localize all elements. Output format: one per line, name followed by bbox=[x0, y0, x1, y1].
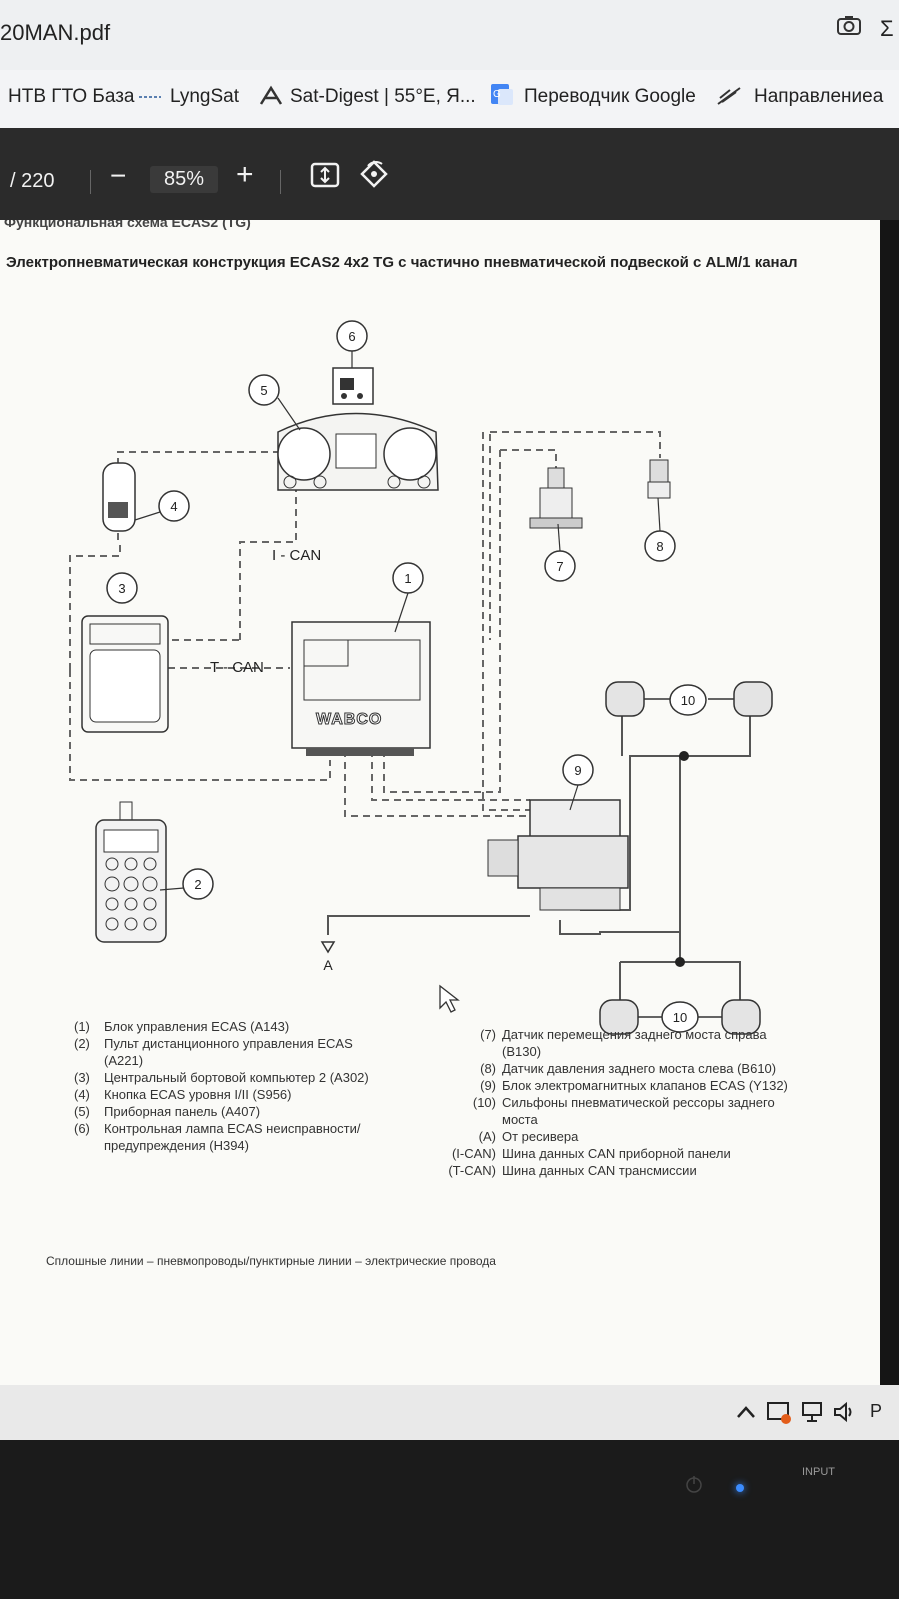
callout-8: 8 bbox=[656, 539, 663, 554]
callout-7: 7 bbox=[556, 559, 563, 574]
lyngsat-icon bbox=[139, 96, 161, 98]
supply-label-a: A bbox=[323, 957, 333, 973]
input-button-label[interactable]: INPUT bbox=[802, 1466, 835, 1478]
air-bellows-top bbox=[605, 681, 773, 717]
callout-circle-10-bottom bbox=[661, 1001, 699, 1033]
bookmark-directions[interactable]: Направлениеа bbox=[754, 86, 884, 107]
ecas-ecu-component bbox=[291, 621, 431, 756]
callout-6: 6 bbox=[348, 329, 355, 344]
callout-9: 9 bbox=[574, 763, 581, 778]
zoom-level[interactable]: 85% bbox=[150, 166, 219, 193]
zoom-out-button[interactable]: − bbox=[110, 160, 127, 191]
pdf-toolbar bbox=[0, 128, 899, 220]
legend-item-7: (7)Датчик перемещения заднего моста спра… bbox=[480, 1027, 767, 1059]
i-can-label: I - CAN bbox=[272, 547, 321, 564]
onboard-computer-component bbox=[81, 615, 169, 733]
fit-page-icon[interactable] bbox=[310, 162, 340, 188]
callout-circle-2 bbox=[182, 868, 214, 900]
callout-5: 5 bbox=[260, 383, 267, 398]
legend-right: (7)Датчик перемещения заднего моста спра… bbox=[426, 1026, 796, 1179]
directions-icon bbox=[717, 87, 741, 105]
legend-item-10: (10)Сильфоны пневматической рессоры задн… bbox=[472, 1095, 775, 1127]
section-heading-cut: Функциональная схема ECAS2 (TG) bbox=[4, 220, 251, 230]
volume-icon[interactable] bbox=[832, 1401, 856, 1423]
bookmark-satdigest[interactable]: Sat-Digest | 55°E, Я... bbox=[290, 86, 476, 107]
zoom-in-button[interactable]: + bbox=[236, 158, 254, 191]
instrument-cluster-component bbox=[277, 412, 439, 491]
ecas-schematic-diagram: 6 5 4 3 1 7 8 9 2 10 10 I - CAN T - CAN … bbox=[69, 320, 773, 1035]
network-icon[interactable] bbox=[800, 1399, 826, 1425]
junction-dot bbox=[679, 751, 689, 761]
toolbar-divider-2 bbox=[280, 170, 281, 194]
air-bellows-bottom bbox=[599, 999, 761, 1035]
google-translate-icon: G bbox=[491, 84, 513, 105]
legend-left: (1)Блок управления ECAS (A143) (2)Пульт … bbox=[74, 1018, 374, 1154]
wabco-logo-text: WABCO bbox=[316, 711, 382, 728]
callout-circle-10-top bbox=[669, 684, 707, 716]
document-title: Электропневматическая конструкция ECAS2 … bbox=[6, 254, 798, 271]
legend-item-5: (5)Приборная панель (A407) bbox=[74, 1104, 261, 1119]
callout-2: 2 bbox=[194, 877, 201, 892]
browser-title-bar: 20MAN.pdf Σ bbox=[0, 0, 899, 70]
valve-block-component bbox=[487, 799, 629, 911]
taskbar: P bbox=[0, 1385, 899, 1440]
displacement-sensor-component bbox=[529, 467, 583, 529]
pressure-sensor-component bbox=[647, 459, 671, 499]
power-icon[interactable] bbox=[684, 1474, 704, 1494]
legend-item-1: (1)Блок управления ECAS (A143) bbox=[74, 1019, 290, 1034]
legend-item-9: (9)Блок электромагнитных клапанов ECAS (… bbox=[480, 1078, 788, 1093]
warning-lamp-component bbox=[332, 367, 374, 405]
security-tray-icon[interactable] bbox=[766, 1399, 792, 1425]
junction-dot-2 bbox=[675, 957, 685, 967]
callout-3: 3 bbox=[118, 581, 125, 596]
legend-item-3: (3)Центральный бортовой компьютер 2 (A30… bbox=[74, 1070, 369, 1085]
svg-text:G: G bbox=[493, 89, 501, 100]
t-can-label: T - CAN bbox=[210, 659, 264, 676]
bookmark-lyngsat[interactable]: LyngSat bbox=[170, 86, 240, 107]
legend-item-8: (8)Датчик давления заднего моста слева (… bbox=[480, 1061, 777, 1076]
taskbar-edge-text: P bbox=[870, 1401, 883, 1421]
callout-10-bottom: 10 bbox=[673, 1010, 687, 1025]
bookmark-google-translate[interactable]: Переводчик Google bbox=[524, 86, 696, 107]
legend-item-6: (6)Контрольная лампа ECAS неисправности/… bbox=[74, 1121, 361, 1153]
power-led bbox=[736, 1484, 744, 1492]
callout-circle-5 bbox=[248, 374, 280, 406]
callout-circle-3 bbox=[106, 572, 138, 604]
legend-item-a: (A)От ресивера bbox=[478, 1129, 579, 1144]
callout-circle-4 bbox=[158, 490, 190, 522]
callout-1: 1 bbox=[404, 571, 411, 586]
callout-10-top: 10 bbox=[681, 693, 695, 708]
pdf-page: Функциональная схема ECAS2 (TG) Электроп… bbox=[0, 220, 880, 1385]
remote-control-component bbox=[95, 801, 167, 943]
line-type-note: Сплошные линии – пневмопроводы/пунктирны… bbox=[46, 1254, 496, 1268]
callout-4: 4 bbox=[170, 499, 177, 514]
legend-item-2: (2)Пульт дистанционного управления ECAS … bbox=[74, 1036, 353, 1068]
screenshot-camera-icon[interactable] bbox=[836, 14, 862, 36]
level-button-component bbox=[102, 462, 136, 532]
toolbar-divider bbox=[90, 170, 91, 194]
page-counter: / 220 bbox=[10, 170, 55, 192]
chevron-up-icon[interactable] bbox=[736, 1405, 756, 1419]
satdigest-icon bbox=[259, 85, 283, 105]
legend-item-ican: (I-CAN)Шина данных CAN приборной панели bbox=[451, 1146, 731, 1161]
bookmark-ntv[interactable]: НТВ ГТО База bbox=[8, 86, 135, 107]
rotate-icon[interactable] bbox=[358, 158, 390, 190]
supply-arrow-icon bbox=[320, 941, 336, 954]
window-title: 20MAN.pdf bbox=[0, 20, 111, 45]
window-edge-glyph: Σ bbox=[880, 16, 894, 41]
monitor-bezel bbox=[0, 1440, 899, 1599]
legend-item-4: (4)Кнопка ECAS уровня I/II (S956) bbox=[74, 1087, 292, 1102]
mouse-cursor-icon bbox=[439, 984, 460, 1013]
legend-item-tcan: (T-CAN)Шина данных CAN трансмиссии bbox=[448, 1163, 697, 1178]
